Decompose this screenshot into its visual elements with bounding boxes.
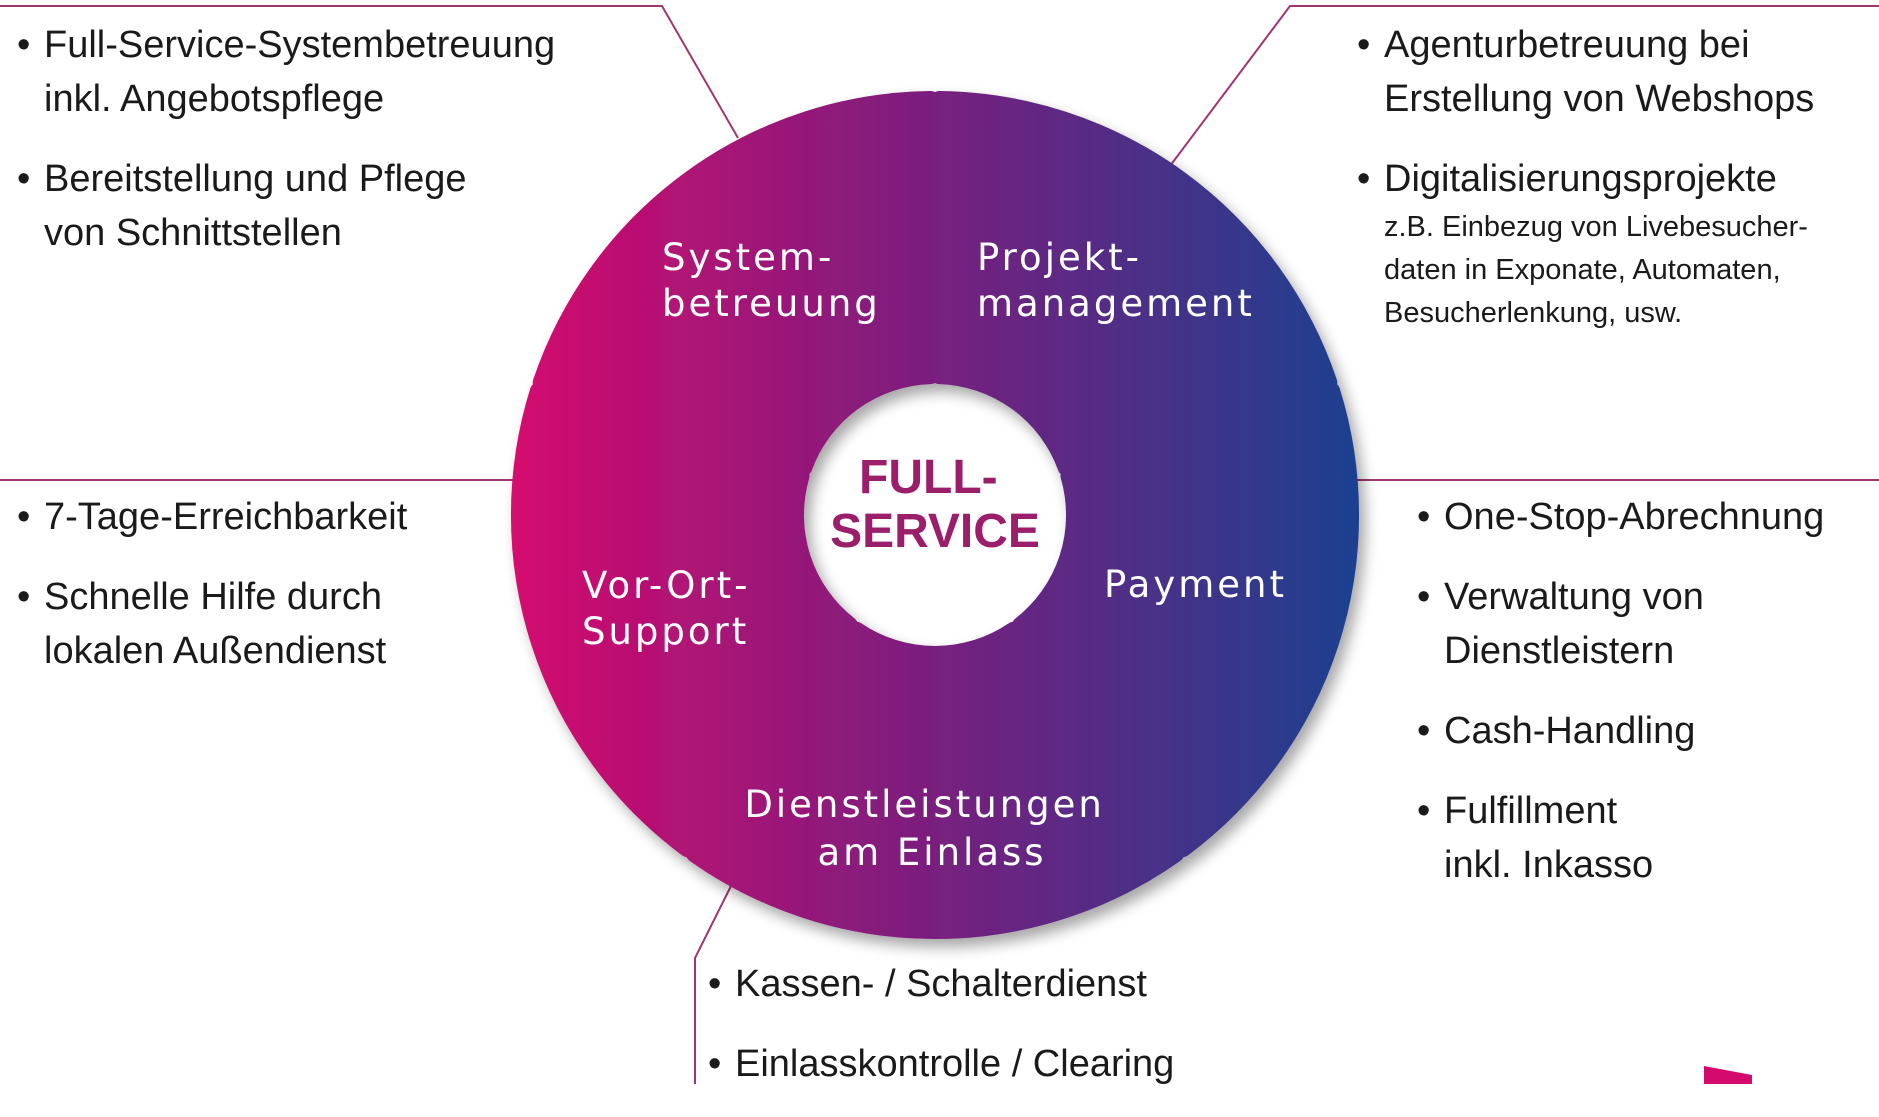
segment-projektmanagement xyxy=(930,91,1338,477)
segment-labels: System- betreuung Projekt- management Pa… xyxy=(582,236,1287,874)
connector-top-right xyxy=(1169,5,1879,167)
label-systembetreuung: System- betreuung xyxy=(662,236,881,325)
label-projektmanagement: Projekt- management xyxy=(977,236,1255,325)
connector-top-left xyxy=(0,5,739,139)
list-middle-left: 7-Tage-Erreichbarkeit Schnelle Hilfe dur… xyxy=(17,490,407,704)
connector-lines xyxy=(0,5,1879,1084)
list-bottom-center: Kassen- / Schalterdienst Einlasskontroll… xyxy=(708,957,1174,1117)
list-item: 7-Tage-Erreichbarkeit xyxy=(17,490,407,544)
segment-vor-ort-support xyxy=(510,382,859,858)
segment-payment xyxy=(1011,382,1360,858)
label-vor-ort-support: Vor-Ort- Support xyxy=(582,564,765,653)
list-item: Digitalisierungsprojekte z.B. Einbezug v… xyxy=(1357,152,1814,335)
list-item: One-Stop-Abrechnung xyxy=(1417,490,1824,544)
wheel xyxy=(510,91,1360,939)
list-item: Einlasskontrolle / Clearing xyxy=(708,1037,1174,1091)
center-label: FULL- SERVICE xyxy=(830,451,1040,558)
connector-bottom xyxy=(694,867,741,1084)
label-dienstleistungen: Dienstleistungen am Einlass xyxy=(744,783,1119,874)
list-item: Kassen- / Schalterdienst xyxy=(708,957,1174,1011)
full-service-diagram: System- betreuung Projekt- management Pa… xyxy=(0,5,1879,1084)
segment-systembetreuung xyxy=(532,91,940,477)
segment-dienstleistungen xyxy=(685,621,1185,939)
list-item-note: z.B. Einbezug von Livebesucher- daten in… xyxy=(1384,211,1808,329)
list-middle-right: One-Stop-Abrechnung Verwaltung vonDienst… xyxy=(1417,490,1824,918)
list-item: Cash-Handling xyxy=(1417,704,1824,758)
label-payment: Payment xyxy=(1104,563,1287,606)
logo-mark xyxy=(1704,1066,1752,1084)
